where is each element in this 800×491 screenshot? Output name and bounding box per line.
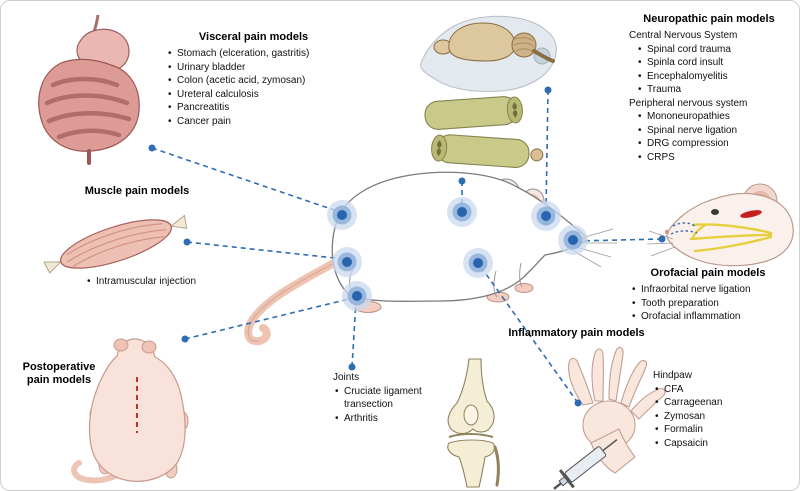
injection-target-markers [327,197,588,311]
orofacial-section: Orofacial pain models Infraorbital nerve… [623,267,793,324]
pns-subheading: Peripheral nervous system [629,97,748,109]
connector-neuropathic [545,89,549,213]
visceral-title: Visceral pain models [198,31,309,43]
target-belly [463,248,493,278]
list-item: DRG compression [636,137,789,151]
list-item: Stomach (elceration, gastritis) [166,47,341,61]
cns-subheading: Central Nervous System [629,30,738,41]
pns-list: Mononeuropathies Spinal nerve ligation D… [636,110,789,164]
connector-joints [351,300,357,368]
list-item: Cancer pain [166,115,341,129]
inflammatory-section: Inflammatory pain models [469,327,684,343]
connector-muscle [186,241,345,260]
visceral-section: Visceral pain models Stomach (elceration… [166,31,341,128]
muscle-items: Intramuscular injection [85,275,235,289]
list-item: Arthritis [333,412,437,426]
list-item: Tooth preparation [630,297,793,311]
list-item: Spinal nerve ligation [636,124,789,138]
spinal-cord-illustration [424,96,544,168]
neuropathic-section: Neuropathic pain models Central Nervous … [629,13,789,164]
target-mid-back [447,197,477,227]
target-snout [558,225,588,255]
muscle-list: Intramuscular injection [85,275,235,289]
connector-orofacial [576,238,663,242]
connector-visceral [151,147,338,212]
rat-tail [244,255,345,346]
list-item: Infraorbital nerve ligation [630,283,793,297]
list-item: Capsaicin [653,437,763,451]
list-item: Encephalomyelitis [636,70,789,84]
rat-illustration [244,171,617,346]
hindpaw-list: CFA Carrageenan Zymosan Formalin Capsaic… [653,383,763,451]
connector-hindpaw [480,266,579,404]
list-item: CFA [653,383,763,397]
list-item: Pancreatitis [166,101,341,115]
rat-face-illustration [646,183,794,267]
list-item: Spinla cord insult [636,56,789,70]
connector-dots [148,86,666,407]
inflammatory-title: Inflammatory pain models [508,327,645,339]
joints-list: Cruciate ligament transection Arthritis [333,385,437,426]
hindpaw-subheading: Hindpaw [653,370,692,381]
trigeminal-nerve [689,223,773,253]
list-item: Trauma [636,83,789,97]
postoperative-title: Postoperative pain models [22,361,96,386]
visceral-list: Stomach (elceration, gastritis) Urinary … [166,47,341,128]
list-item: Spinal cord trauma [636,43,789,57]
surgical-mark [740,210,762,218]
list-item: Orofacial inflammation [630,310,793,324]
cns-list: Spinal cord trauma Spinla cord insult En… [636,43,789,97]
joints-subsection: Joints Cruciate ligament transection Art… [333,371,437,425]
postoperative-section: Postoperative pain models [13,361,105,390]
muscle-section: Muscle pain models [77,185,197,201]
neuropathic-title: Neuropathic pain models [643,13,775,25]
muscle-title: Muscle pain models [84,185,190,197]
orofacial-title: Orofacial pain models [650,267,766,279]
list-item: Intramuscular injection [85,275,235,289]
muscle-illustration [43,214,188,274]
list-item: Colon (acetic acid, zymosan) [166,74,341,88]
brain-illustration [420,15,557,92]
target-head [531,201,561,231]
rat-body [331,171,587,302]
hindpaw-illustration [553,346,666,490]
target-hip [332,247,362,277]
list-item: Urinary bladder [166,61,341,75]
list-item: Formalin [653,423,763,437]
syringe-icon [553,439,618,490]
gi-tract-illustration [38,14,140,165]
target-hindlimb [342,281,372,311]
postoperative-rat-illustration [71,338,189,484]
hindpaw-subsection: Hindpaw CFA Carrageenan Zymosan Formalin… [653,369,763,450]
connector-postoperative [184,297,354,340]
orofacial-list: Infraorbital nerve ligation Tooth prepar… [630,283,793,324]
target-back-upper [327,200,357,230]
list-item: Zymosan [653,410,763,424]
joints-subheading: Joints [333,372,360,383]
list-item: CRPS [636,151,789,165]
list-item: Ureteral calculosis [166,88,341,102]
knee-joint-illustration [447,358,500,488]
list-item: Carrageenan [653,396,763,410]
list-item: Mononeuropathies [636,110,789,124]
list-item: Cruciate ligament transection [333,385,437,412]
